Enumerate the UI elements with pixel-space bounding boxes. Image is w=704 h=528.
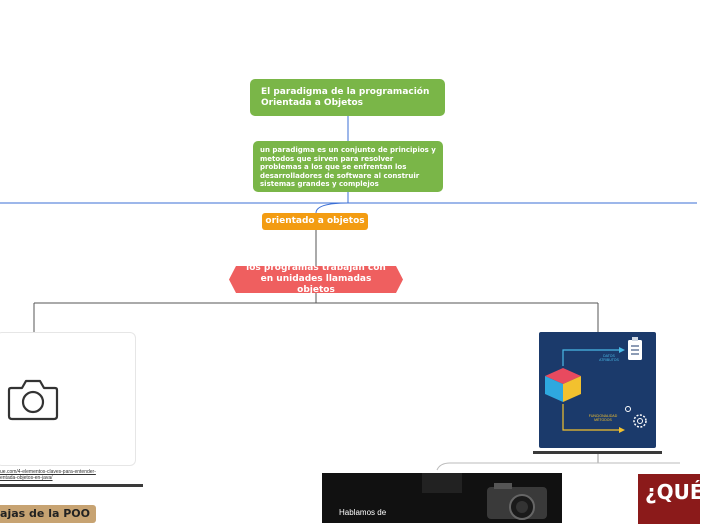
left-card-underline — [0, 484, 143, 487]
image-link[interactable]: ue.com/4-elementos-claves-para-entender-… — [0, 469, 96, 481]
image-link-line2[interactable]: entada-objetos-en-java/ — [0, 475, 53, 481]
video-title: Hablamos de — [339, 508, 387, 517]
object-diagram-image[interactable]: DATOS ATRIBUTOS FUNCIONALIDAD MÉTODOS — [539, 332, 656, 448]
diagram-label-data: DATOS ATRIBUTOS — [599, 354, 619, 362]
root-topic-node[interactable]: El paradigma de la programación Orientad… — [250, 79, 445, 116]
definition-node[interactable]: un paradigma es un conjunto de principio… — [253, 141, 443, 192]
connector-lines — [0, 116, 697, 471]
que-image-card[interactable] — [638, 474, 700, 524]
image-link-line1[interactable]: ue.com/4-elementos-claves-para-entender- — [0, 469, 96, 475]
right-card-underline — [533, 451, 662, 454]
oriented-objects-node[interactable]: orientado a objetos — [262, 213, 368, 230]
diagram-label-functionality: FUNCIONALIDAD MÉTODOS — [588, 414, 618, 422]
camera-icon — [7, 376, 59, 427]
que-heading: ¿QUÉ — [645, 480, 704, 504]
programs-node-label: los programas trabajan con en unidades l… — [246, 263, 386, 295]
programs-objects-node[interactable]: los programas trabajan con en unidades l… — [229, 266, 403, 293]
object-diagram-graphic — [545, 337, 647, 433]
video-thumbnail[interactable] — [322, 473, 562, 523]
ventajas-node[interactable]: tajas de la POO — [0, 505, 96, 523]
camera-photo-graphic — [422, 473, 547, 520]
